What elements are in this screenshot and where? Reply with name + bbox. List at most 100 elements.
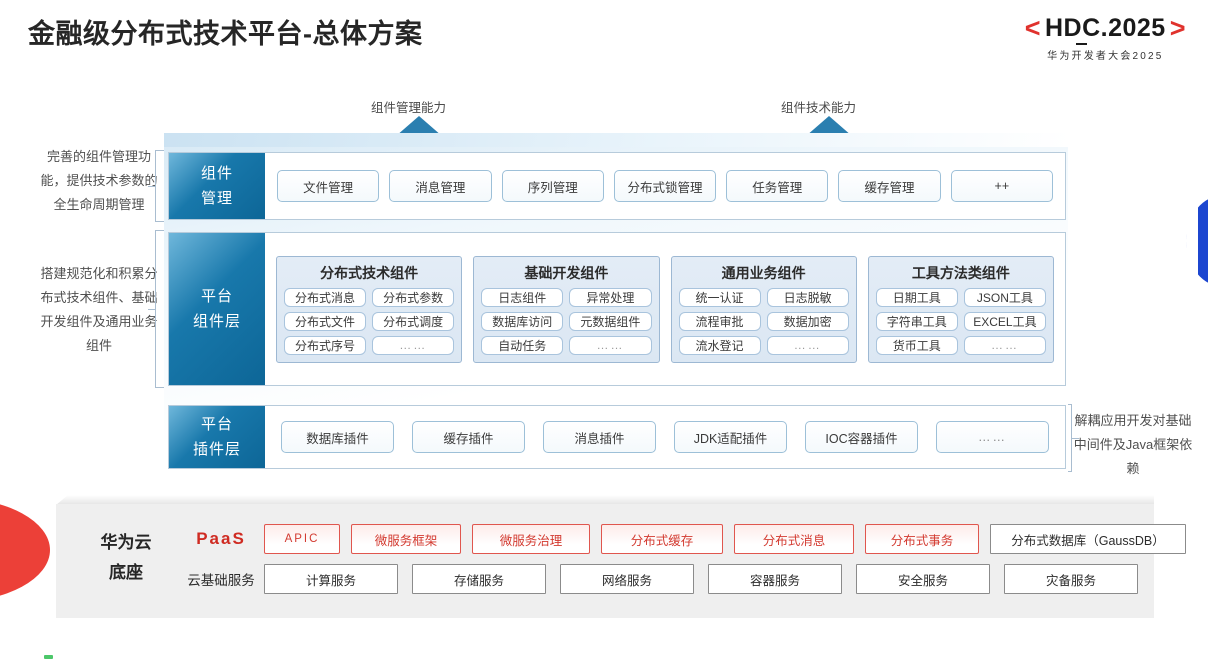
cell-dt-1-0[interactable]: 分布式文件 bbox=[284, 311, 367, 331]
component-group-tool-methods: 工具方法类组件 日期工具 JSON工具 字符串工具 EXCEL工具 货币工具 … bbox=[867, 255, 1054, 363]
component-group-wrapper: 分布式技术组件 分布式消息 分布式参数 分布式文件 分布式调度 分布式序号 …… bbox=[274, 255, 1056, 363]
component-group-general-business: 通用业务组件 统一认证 日志脱敏 流程审批 数据加密 流水登记 …… bbox=[670, 255, 857, 363]
cloud-item-storage[interactable]: 存储服务 bbox=[412, 564, 546, 594]
cell-gb-2-0[interactable]: 流水登记 bbox=[678, 335, 761, 355]
chip-plugin-1[interactable]: 缓存插件 bbox=[412, 421, 525, 453]
hdc-logo-label: HDC.2025 bbox=[1044, 14, 1166, 42]
cell-tm-1-1[interactable]: EXCEL工具 bbox=[963, 311, 1046, 331]
group-grid: 日志组件 异常处理 数据库访问 元数据组件 自动任务 …… bbox=[481, 287, 652, 355]
group-row: 日志组件 异常处理 bbox=[481, 287, 652, 307]
annotation-left-bottom: 搭建规范化和积累分布式技术组件、基础开发组件及通用业务组件 bbox=[40, 266, 158, 353]
row-tag-line2: 管理 bbox=[200, 190, 233, 207]
hdc-logo-main: < HDC.2025 > bbox=[1025, 14, 1186, 45]
cell-gb-1-0[interactable]: 流程审批 bbox=[678, 311, 761, 331]
cloud-item-container[interactable]: 容器服务 bbox=[708, 564, 842, 594]
component-group-distributed-tech: 分布式技术组件 分布式消息 分布式参数 分布式文件 分布式调度 分布式序号 …… bbox=[276, 255, 463, 363]
row-platform-component-layer: 平台 组件层 分布式技术组件 分布式消息 分布式参数 分布式文件 分布式调度 bbox=[168, 232, 1066, 386]
chip-component-management-2[interactable]: 序列管理 bbox=[501, 170, 604, 202]
cloud-item-security[interactable]: 安全服务 bbox=[856, 564, 990, 594]
row-platform-plugin-layer: 平台 插件层 数据库插件 缓存插件 消息插件 JDK适配插件 IOC容器插件 …… bbox=[168, 405, 1066, 469]
group-row: 分布式文件 分布式调度 bbox=[284, 311, 455, 331]
hdc-logo-subtitle: 华为开发者大会2025 bbox=[1047, 51, 1164, 62]
cell-tm-1-0[interactable]: 字符串工具 bbox=[875, 311, 958, 331]
group-title: 基础开发组件 bbox=[524, 264, 609, 281]
cell-gb-0-1[interactable]: 日志脱敏 bbox=[766, 287, 849, 307]
paas-item-distributed-message[interactable]: 分布式消息 bbox=[734, 524, 854, 554]
row-body-component-management: 文件管理 消息管理 序列管理 分布式锁管理 任务管理 缓存管理 ++ bbox=[265, 153, 1065, 219]
paas-item-distributed-transaction[interactable]: 分布式事务 bbox=[865, 524, 979, 554]
group-row: 日期工具 JSON工具 bbox=[875, 287, 1046, 307]
row-tag-component-management: 组件 管理 bbox=[169, 153, 265, 219]
cell-bd-1-0[interactable]: 数据库访问 bbox=[481, 311, 564, 331]
chip-plugin-2[interactable]: 消息插件 bbox=[543, 421, 656, 453]
group-row: 货币工具 …… bbox=[875, 335, 1046, 355]
cloud-item-disaster-recovery[interactable]: 灾备服务 bbox=[1004, 564, 1138, 594]
paas-item-apic[interactable]: APIC bbox=[264, 524, 340, 554]
paas-item-microservice-framework[interactable]: 微服务框架 bbox=[351, 524, 461, 554]
cell-gb-1-1[interactable]: 数据加密 bbox=[766, 311, 849, 331]
row-tag-line1: 平台 bbox=[200, 288, 233, 305]
component-group-basic-dev: 基础开发组件 日志组件 异常处理 数据库访问 元数据组件 自动任务 …… bbox=[473, 255, 660, 363]
group-grid: 分布式消息 分布式参数 分布式文件 分布式调度 分布式序号 …… bbox=[284, 287, 455, 355]
cell-dt-0-0[interactable]: 分布式消息 bbox=[284, 287, 367, 307]
chip-component-management-4[interactable]: 任务管理 bbox=[726, 170, 829, 202]
chip-component-management-6[interactable]: ++ bbox=[950, 170, 1053, 202]
group-row: 分布式序号 …… bbox=[284, 335, 455, 355]
base-row-cloud-services: 云基础服务 计算服务 存储服务 网络服务 容器服务 安全服务 灾备服务 bbox=[178, 562, 1138, 596]
paas-item-distributed-cache[interactable]: 分布式缓存 bbox=[601, 524, 723, 554]
chip-component-management-5[interactable]: 缓存管理 bbox=[838, 170, 941, 202]
row-tag-line1: 平台 bbox=[200, 416, 233, 433]
paas-item-distributed-database[interactable]: 分布式数据库（GaussDB） bbox=[990, 524, 1186, 554]
group-row: 流水登记 …… bbox=[678, 335, 849, 355]
hdc-underline-accent bbox=[1075, 43, 1087, 45]
cell-gb-2-1[interactable]: …… bbox=[766, 335, 849, 355]
base-title-line2: 底座 bbox=[109, 563, 143, 582]
paas-label: PaaS bbox=[196, 529, 246, 548]
cell-tm-2-0[interactable]: 货币工具 bbox=[875, 335, 958, 355]
group-row: 数据库访问 元数据组件 bbox=[481, 311, 652, 331]
cell-dt-2-0[interactable]: 分布式序号 bbox=[284, 335, 367, 355]
cloud-service-items: 计算服务 存储服务 网络服务 容器服务 安全服务 灾备服务 bbox=[264, 564, 1138, 594]
annotation-left-top: 完善的组件管理功能，提供技术参数的全生命周期管理 bbox=[40, 149, 158, 212]
brace-left-top bbox=[148, 150, 165, 222]
cell-tm-0-0[interactable]: 日期工具 bbox=[875, 287, 958, 307]
chip-component-management-3[interactable]: 分布式锁管理 bbox=[613, 170, 717, 202]
cell-tm-0-1[interactable]: JSON工具 bbox=[963, 287, 1046, 307]
chip-plugin-5[interactable]: …… bbox=[936, 421, 1049, 453]
cell-bd-2-0[interactable]: 自动任务 bbox=[481, 335, 564, 355]
chip-plugin-3[interactable]: JDK适配插件 bbox=[674, 421, 787, 453]
group-row: 流程审批 数据加密 bbox=[678, 311, 849, 331]
chip-plugin-4[interactable]: IOC容器插件 bbox=[805, 421, 918, 453]
chip-component-management-0[interactable]: 文件管理 bbox=[277, 170, 380, 202]
arrow-head bbox=[806, 116, 852, 136]
cell-bd-0-0[interactable]: 日志组件 bbox=[481, 287, 564, 307]
cloud-item-network[interactable]: 网络服务 bbox=[560, 564, 694, 594]
cell-dt-0-1[interactable]: 分布式参数 bbox=[372, 287, 455, 307]
group-row: 字符串工具 EXCEL工具 bbox=[875, 311, 1046, 331]
hdc-logo: < HDC.2025 > 华为开发者大会2025 bbox=[1025, 14, 1186, 62]
chip-component-management-1[interactable]: 消息管理 bbox=[389, 170, 492, 202]
cell-bd-0-1[interactable]: 异常处理 bbox=[569, 287, 652, 307]
blue-lens-decoration bbox=[1186, 195, 1208, 287]
cloud-services-label: 云基础服务 bbox=[187, 573, 255, 588]
cell-bd-2-1[interactable]: …… bbox=[569, 335, 652, 355]
base-row-paas: PaaS APIC 微服务框架 微服务治理 分布式缓存 分布式消息 分布式事务 … bbox=[178, 522, 1186, 556]
cell-bd-1-1[interactable]: 元数据组件 bbox=[569, 311, 652, 331]
huawei-cloud-base-panel bbox=[56, 504, 1154, 618]
cloud-item-compute[interactable]: 计算服务 bbox=[264, 564, 398, 594]
chip-plugin-0[interactable]: 数据库插件 bbox=[281, 421, 394, 453]
base-bevel-edge bbox=[56, 495, 1154, 505]
base-title: 华为云 底座 bbox=[78, 528, 174, 588]
paas-item-microservice-governance[interactable]: 微服务治理 bbox=[472, 524, 590, 554]
row-tag-platform-component: 平台 组件层 bbox=[169, 233, 265, 385]
base-rows: PaaS APIC 微服务框架 微服务治理 分布式缓存 分布式消息 分布式事务 … bbox=[178, 522, 1186, 602]
cell-gb-0-0[interactable]: 统一认证 bbox=[678, 287, 761, 307]
row-body-platform-component: 分布式技术组件 分布式消息 分布式参数 分布式文件 分布式调度 分布式序号 …… bbox=[265, 233, 1065, 385]
capability-label-management: 组件管理能力 bbox=[371, 101, 447, 115]
group-title: 通用业务组件 bbox=[721, 264, 806, 281]
row-tag-line2: 组件层 bbox=[192, 313, 241, 330]
cell-dt-1-1[interactable]: 分布式调度 bbox=[372, 311, 455, 331]
cell-tm-2-1[interactable]: …… bbox=[963, 335, 1046, 355]
cell-dt-2-1[interactable]: …… bbox=[372, 335, 455, 355]
